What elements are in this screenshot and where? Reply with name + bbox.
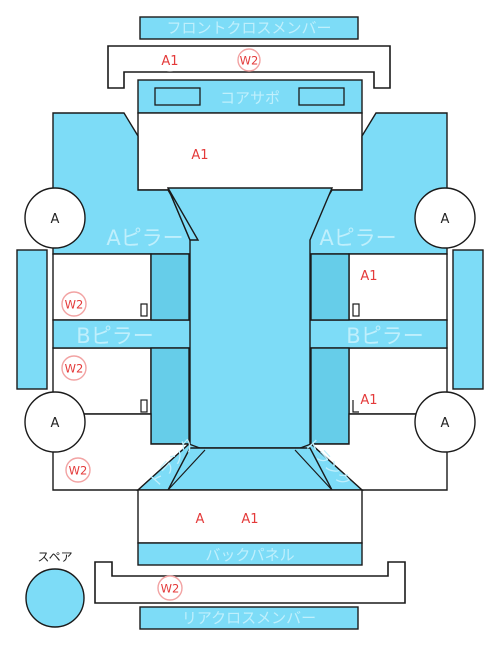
left-b-pillar-label: Bピラー xyxy=(76,324,153,348)
right-rear-a1-mark: A1 xyxy=(360,393,377,408)
engine-bay[interactable] xyxy=(137,112,363,191)
left-bottom-w2-mark: W2 xyxy=(69,464,88,478)
rear-bumper-bracket[interactable] xyxy=(94,561,406,604)
left-bottom-w2-ring xyxy=(65,457,91,483)
front-w2-ring xyxy=(237,48,261,72)
radiator-support-panel[interactable] xyxy=(137,79,363,114)
right-b-pillar-label: Bピラー xyxy=(346,324,423,348)
radiator-support-label: コアサポ xyxy=(220,89,280,107)
right-front-door-area[interactable] xyxy=(348,253,448,321)
front-bumper-bracket[interactable] xyxy=(107,45,391,89)
left-trunk-edge xyxy=(167,449,206,491)
left-rear-w2-mark: W2 xyxy=(65,362,84,376)
right-rear-latch xyxy=(352,400,359,413)
front-left-wheel[interactable] xyxy=(24,187,86,249)
front-left-wheel-mark: A xyxy=(51,212,60,227)
left-front-w2-mark: W2 xyxy=(65,298,84,312)
front-a1-backdrop xyxy=(158,48,182,72)
roof-front-left-corner xyxy=(167,187,200,241)
rear-a1-mark: A1 xyxy=(241,512,258,527)
front-w2-mark: W2 xyxy=(240,54,259,68)
left-side-sill[interactable] xyxy=(16,249,48,390)
right-b-pillar-panel[interactable] xyxy=(308,319,448,349)
front-cross-member-label: フロントクロスメンバー xyxy=(166,19,331,37)
back-panel-label: バックパネル xyxy=(205,546,294,564)
right-a-pillar-label: Aピラー xyxy=(319,226,396,250)
rear-cross-member-label: リアクロスメンバー xyxy=(182,609,316,627)
right-front-a1-mark: A1 xyxy=(360,269,377,284)
rear-w2-mark: W2 xyxy=(161,582,180,596)
left-b-pillar-panel[interactable] xyxy=(52,319,192,349)
right-rear-inner-panel[interactable] xyxy=(310,347,350,445)
left-front-inner-panel[interactable] xyxy=(150,253,190,321)
front-cross-member-panel[interactable] xyxy=(139,16,359,40)
rear-cross-member-panel[interactable] xyxy=(139,606,359,630)
rear-w2-ring xyxy=(157,575,183,601)
front-right-wheel-mark: A xyxy=(441,212,450,227)
spare-tire[interactable] xyxy=(25,568,85,628)
left-rear-latch xyxy=(140,399,148,413)
front-right-wheel[interactable] xyxy=(414,187,476,249)
left-front-latch xyxy=(140,303,148,317)
left-rear-inner-panel[interactable] xyxy=(150,347,190,445)
rear-right-wheel-mark: A xyxy=(441,416,450,431)
right-side-sill[interactable] xyxy=(452,249,484,390)
rear-left-wheel-mark: A xyxy=(51,416,60,431)
radiator-support-left-slot xyxy=(154,87,201,106)
right-front-latch xyxy=(352,303,360,317)
front-a1-mark: A1 xyxy=(161,54,178,69)
rear-bay[interactable] xyxy=(137,489,363,544)
trunk-lid-area[interactable] xyxy=(166,447,334,491)
engine-a1-mark: A1 xyxy=(191,148,208,163)
left-rear-w2-ring xyxy=(61,355,87,381)
rear-left-wheel[interactable] xyxy=(24,391,86,453)
left-front-w2-ring xyxy=(61,291,87,317)
spare-label: スペア xyxy=(37,550,72,564)
right-front-inner-panel[interactable] xyxy=(310,253,350,321)
roof-panel[interactable] xyxy=(166,187,334,449)
rear-a-mark: A xyxy=(196,512,205,527)
back-panel[interactable] xyxy=(137,542,363,566)
right-trunk-edge xyxy=(294,449,333,491)
radiator-support-right-slot xyxy=(298,87,345,106)
left-a-pillar-label: Aピラー xyxy=(106,226,183,250)
rear-right-wheel[interactable] xyxy=(414,391,476,453)
